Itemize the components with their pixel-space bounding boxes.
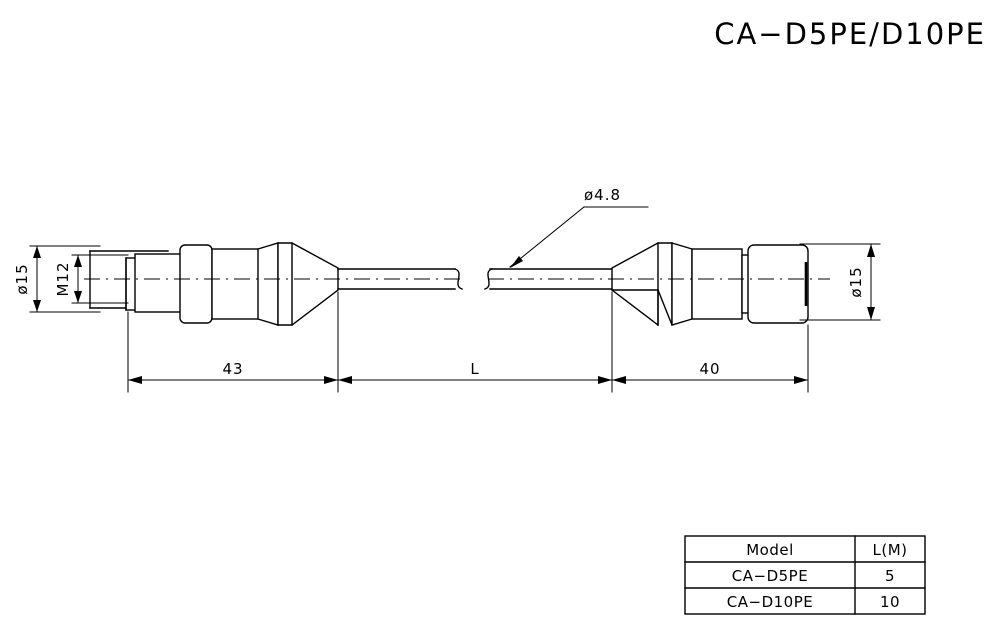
right-body-shoulder [671, 242, 693, 326]
table-header-model: Model [746, 541, 794, 559]
table-cell-length-1: 10 [880, 593, 900, 611]
dimarrow-40-left [612, 376, 626, 384]
dim-label-left-length: 43 [222, 360, 243, 378]
left-body-shoulder [257, 242, 279, 326]
dimension-right-diameter: ø15 [799, 243, 881, 321]
dim-label-cable-diameter: ø4.8 [584, 186, 621, 204]
dimarrow-L-left [338, 376, 352, 384]
table-cell-model-0: CA−D5PE [732, 567, 808, 585]
right-body [691, 248, 743, 320]
dim-label-right-diameter: ø15 [847, 266, 865, 297]
model-table: Model L(M) CA−D5PE 5 CA−D10PE 10 [684, 535, 926, 615]
leader-arrowhead [510, 256, 523, 268]
dim-m12-arrow-bottom [74, 291, 82, 303]
drawing-title: CA−D5PE/D10PE [714, 17, 986, 51]
dim-label-left-diameter: ø15 [13, 263, 31, 294]
dim-o15r-arrow-bottom [867, 307, 875, 320]
dimarrow-L-right [598, 376, 612, 384]
table-header-length: L(M) [872, 541, 907, 559]
dim-m12-arrow-top [74, 255, 82, 267]
right-connector-assembly [611, 242, 809, 326]
table-cell-model-1: CA−D10PE [727, 593, 813, 611]
dimarrow-40-right [794, 376, 808, 384]
dimarrow-43-left [128, 376, 142, 384]
right-cone-lower-edge [611, 289, 659, 326]
leader-slant [509, 206, 585, 268]
m12-thread-crest [134, 253, 184, 313]
left-connector-assembly [89, 242, 339, 326]
left-collar [179, 244, 213, 324]
dim-o15l-arrow-bottom [33, 300, 41, 312]
dimension-chain-horizontal: 43 L 40 [127, 291, 809, 393]
left-strain-relief [277, 242, 339, 326]
table-cell-length-0: 5 [885, 567, 895, 585]
dim-label-cable-length: L [470, 360, 479, 378]
dimarrow-43-right [324, 376, 338, 384]
leader-cable-diameter: ø4.8 [509, 186, 649, 268]
dim-label-right-length: 40 [699, 360, 720, 378]
dimension-left-diameter: ø15 [13, 245, 101, 313]
dim-o15r-arrow-top [867, 244, 875, 257]
dim-label-m12: M12 [54, 261, 72, 296]
dim-o15l-arrow-top [33, 246, 41, 258]
right-end-cap [747, 244, 809, 324]
dimension-m12-thread: M12 [54, 254, 129, 304]
table-outer-border [684, 535, 926, 615]
